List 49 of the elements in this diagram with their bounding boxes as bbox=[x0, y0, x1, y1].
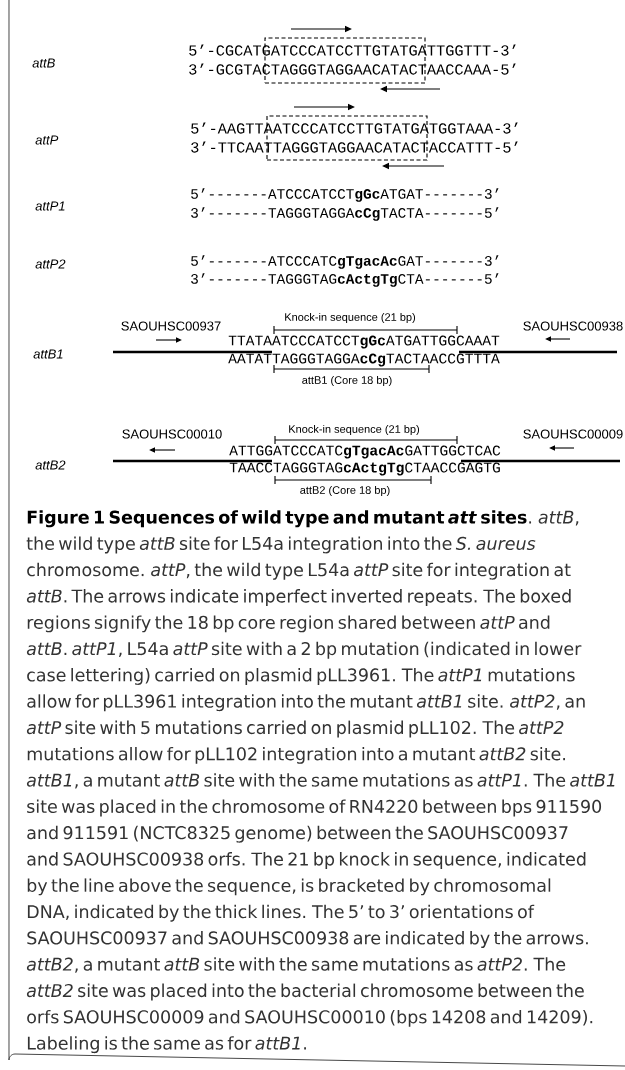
caption: attB. The arrows indicate imperfect inverted repeats. The boxed bbox=[26, 589, 571, 607]
caption: attB2, a mutant attB site with the same mutations as attP2. The bbox=[26, 957, 566, 973]
site-label: attB1 bbox=[33, 349, 63, 359]
sequence-line: 5’-AAGTTAATCCCATCCTTGTATGATGGTAAA-3’ bbox=[191, 122, 518, 134]
caption: attP site with 5 mutations carried on plasmid pLL102. The attP2 bbox=[26, 720, 564, 738]
sequence-line: 5’-------ATCCCATCCTgGcATGAT-------3’ bbox=[191, 188, 499, 202]
site-label: attB bbox=[32, 58, 55, 68]
caption: . attB, bbox=[529, 510, 579, 526]
site-label: attP bbox=[35, 135, 59, 145]
sequence-line: TAACCTAGGGTAGcActgTgCTAACCGAGTG bbox=[229, 462, 500, 476]
site-label: attB2 bbox=[35, 460, 66, 470]
gene-label: SAOUHSC00009 bbox=[523, 429, 623, 439]
diagram-title: Figure 1 Sequences of wild type and mutant att sites bbox=[27, 510, 527, 528]
sequence-line: 3’-------TAGGGTAGcActgTgCTA-------5’ bbox=[191, 273, 499, 287]
caption: orfs SAOUHSC00009 and SAOUHSC00010 (bps 14208 and 14209). bbox=[27, 1009, 593, 1027]
gene-label: SAOUHSC00938 bbox=[523, 321, 623, 331]
figure-caption: Figure 1 Sequences of wild type and mutant att sites. attB, the wild type attB site for L54a integration into the S. aureus chromosome. attP, the wild type L54a attP site for integration at attB. The arrows indicate imperfect inverted repeats. The boxed regions signify the 18 bp core region shared between attP and attB. attP1, L54a attP site with a 2 bp mutation (indicated in lower case lettering) carried on plasmid pLL3961. The attP1 mutations allow for pLL3961 integration into the mutant attB1 site. attP2, an attP site with 5 mutations carried on plasmid pLL102. The attP2 mutations allow for pLL102 integration into a mutant attB2 site. attB1, a mutant attB site with the same mutations as attP1. The attB1 site was placed in the chromosome of RN4220 between bps 911590 and 911591 (NCTC8325 genome) between the SAOUHSC00937 and SAOUHSC00938 orfs. The 21 bp knock in sequence, indicated by the line above the sequence, is bracketed by chromosomal DNA, indicated by the thick lines. The 5’ to 3’ orientations of SAOUHSC00937 and SAOUHSC00938 are indicated by the arrows. attB2, a mutant attB site with the same mutations as attP2. The attB2 site was placed into the bacterial chromosome between the orfs SAOUHSC00009 and SAOUHSC00010 (bps 14208 and 14209). Labeling is the same as for attB1. bbox=[26, 510, 615, 1054]
caption: case lettering) carried on plasmid pLL3961. The attP1 mutations bbox=[27, 668, 575, 685]
caption: mutations allow for pLL102 integration into a mutant attB2 site. bbox=[27, 746, 566, 764]
caption: and SAOUHSC00938 orfs. The 21 bp knock in sequence, indicated bbox=[27, 852, 586, 870]
caption: attB1, a mutant attB site with the same mutations as attP1. The attB1 bbox=[26, 773, 615, 789]
gene-label: SAOUHSC00010 bbox=[122, 429, 222, 439]
sequence-line: 5’-CGCATGATCCCATCCTTGTATGATTGGTTT-3’ bbox=[189, 44, 516, 56]
caption: by the line above the sequence, is bracketed by chromosomal bbox=[27, 878, 551, 896]
caption: DNA, indicated by the thick lines. The 5’ to 3’ orientations of bbox=[27, 904, 535, 922]
caption: allow for pLL3961 integration into the mutant attB1 site. attP2, an bbox=[27, 694, 585, 712]
region-label: attB1 (Core 18 bp) bbox=[302, 375, 392, 387]
caption: Labeling is the same as for attB1. bbox=[27, 1036, 306, 1054]
caption: and 911591 (NCTC8325 genome) between the SAOUHSC00937 bbox=[27, 825, 568, 843]
caption: SAOUHSC00937 and SAOUHSC00938 are indicated by the arrows. bbox=[27, 931, 588, 948]
caption: attB2 site was placed into the bacterial chromosome between the bbox=[26, 983, 584, 1001]
sequence-line: 3’-TTCAATTAGGGTAGGAACATACTACCATTT-5’ bbox=[191, 141, 518, 153]
sequence-line: TTATAATCCCATCCTgGcATGATTGGCAAAT bbox=[228, 335, 500, 349]
region-label: Knock-in sequence (21 bp) bbox=[289, 424, 419, 436]
sequence-line: 3’-------TAGGGTAGGAcCgTACTA-------5’ bbox=[191, 207, 499, 221]
region-label: attB2 (Core 18 bp) bbox=[300, 485, 390, 497]
gene-label: SAOUHSC00937 bbox=[121, 321, 221, 331]
region-label: Knock-in sequence (21 bp) bbox=[285, 312, 415, 324]
site-label: attP2 bbox=[35, 259, 66, 269]
caption: the wild type attB site for L54a integration into the S. aureus bbox=[26, 536, 536, 554]
caption: chromosome. attP, the wild type L54a attP site for integration at bbox=[27, 562, 571, 580]
sequence-line: 5’-------ATCCCATCgTgacAcGAT-------3’ bbox=[191, 255, 499, 269]
site-label: attP1 bbox=[35, 201, 65, 211]
caption: regions signify the 18 bp core region shared between attP and bbox=[27, 615, 550, 633]
caption: site was placed in the chromosome of RN4220 between bps 911590 bbox=[27, 799, 602, 817]
sequence-line: 3’-GCGTACTAGGGTAGGAACATACTAACCAAA-5’ bbox=[189, 63, 516, 75]
sequence-line: ATTGGATCCCATCgTgacAcGATTGGCTCAC bbox=[229, 445, 501, 459]
sequence-line: AATATTAGGGTAGGAcCgTACTAACCGTTTA bbox=[228, 353, 500, 367]
caption: attB. attP1, L54a attP site with a 2 bp mutation (indicated in lower bbox=[26, 641, 582, 659]
